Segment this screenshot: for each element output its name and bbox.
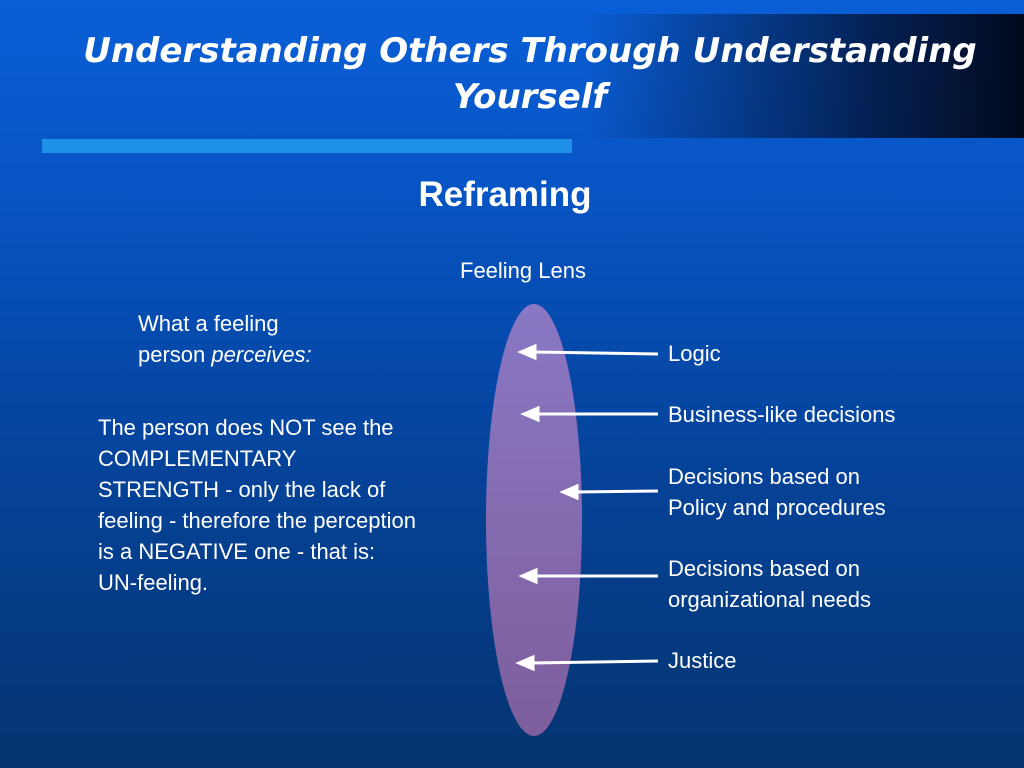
perceives-prefix: What a feeling person xyxy=(138,311,279,367)
item-line: Business-like decisions xyxy=(668,402,896,427)
item-line: Justice xyxy=(668,648,737,673)
item-line: Logic xyxy=(668,341,721,366)
item-business-like-decisions: Business-like decisions xyxy=(668,399,1008,430)
arrow-policy-and-procedures xyxy=(559,483,659,501)
arrow-organizational-needs xyxy=(518,567,658,585)
arrow-logic xyxy=(517,343,659,361)
arrow-justice xyxy=(515,654,659,672)
item-line: Policy and procedures xyxy=(668,495,886,520)
lens-ellipse xyxy=(486,304,582,736)
item-line: organizational needs xyxy=(668,587,872,612)
item-line: Decisions based on xyxy=(668,464,861,489)
title-underline xyxy=(42,139,572,153)
item-logic: Logic xyxy=(668,338,1008,369)
item-policy-and-procedures: Decisions based on Policy and procedures xyxy=(668,461,1008,523)
item-justice: Justice xyxy=(668,645,1008,676)
slide-subtitle: Reframing xyxy=(418,175,592,214)
item-line: Decisions based on xyxy=(668,556,861,581)
perceives-emphasis: perceives: xyxy=(211,342,312,367)
lens-label: Feeling Lens xyxy=(460,258,586,283)
slide-title: Understanding Others Through Understandi… xyxy=(83,31,977,117)
perceives-label: What a feeling person perceives: xyxy=(138,308,338,370)
arrow-business-like-decisions xyxy=(520,405,658,423)
title-band xyxy=(42,14,1024,138)
explanation-text: The person does NOT see the COMPLEMENTAR… xyxy=(98,415,416,595)
item-organizational-needs: Decisions based on organizational needs xyxy=(668,553,1008,615)
